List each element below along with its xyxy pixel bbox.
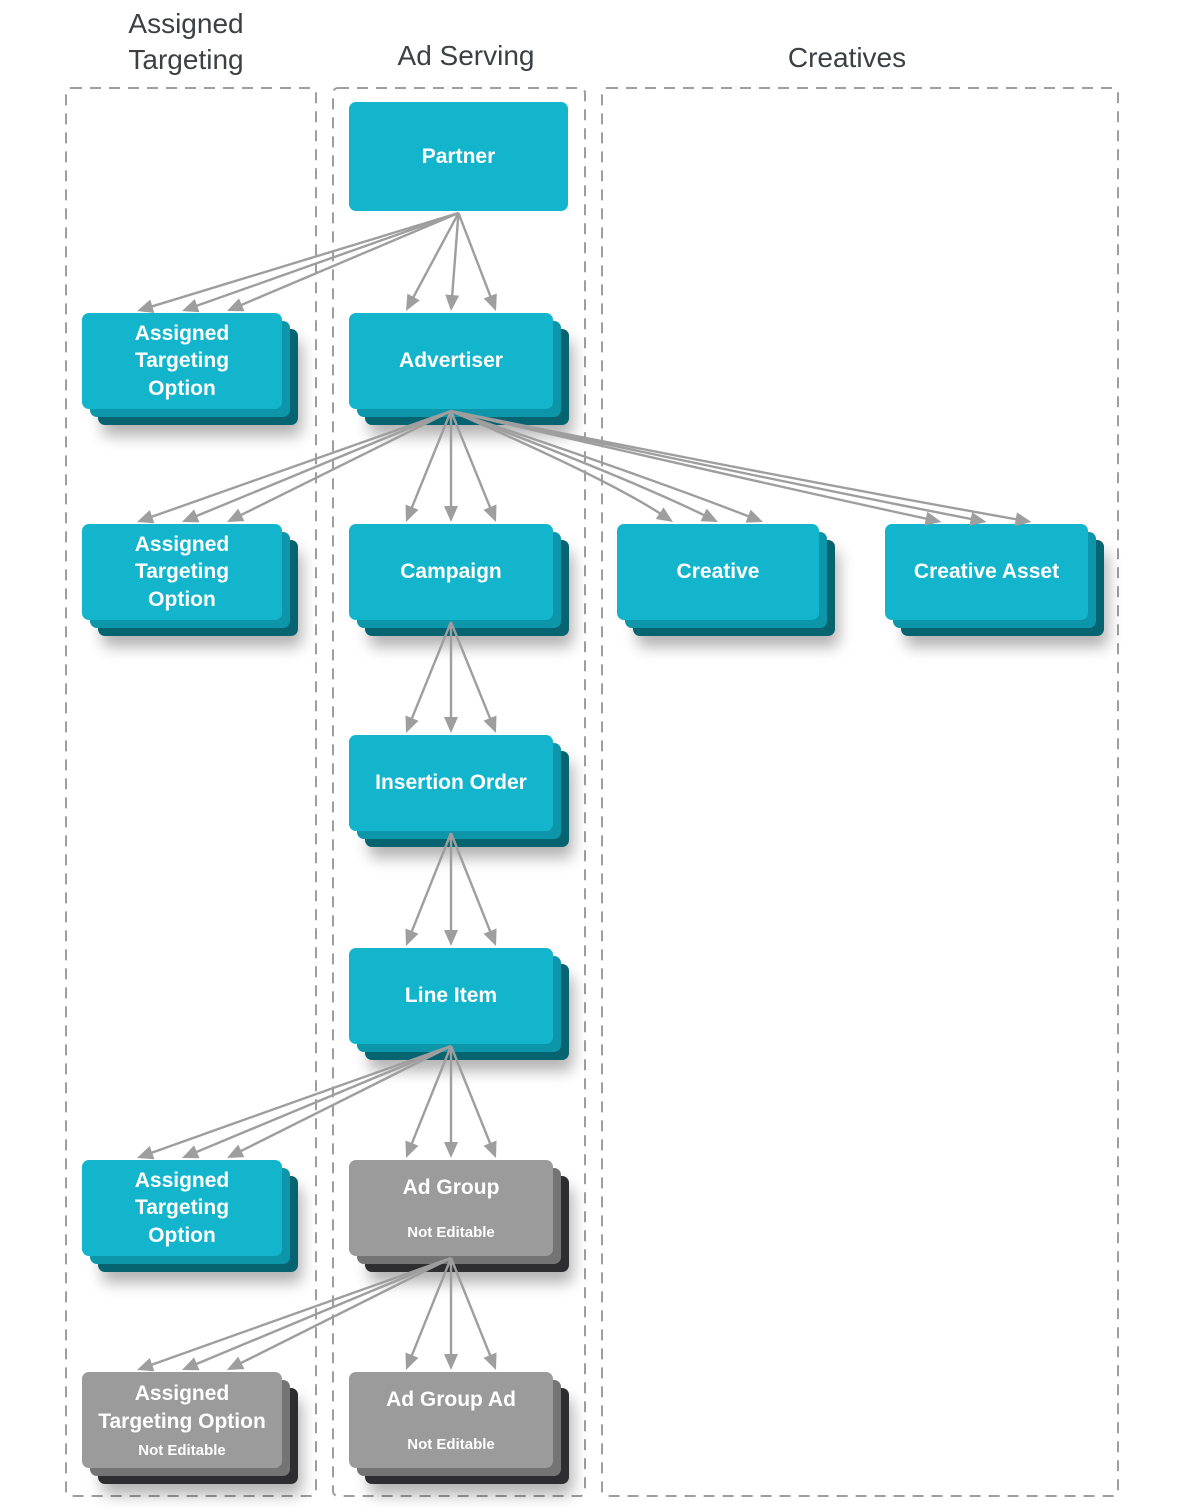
node-creative-asset-label: Creative Asset	[913, 560, 1060, 584]
node-assigned-targeting-option-1: Assigned Targeting Option	[82, 313, 282, 409]
node-creative: Creative	[617, 524, 819, 620]
node-assigned-targeting-option-3: Assigned Targeting Option	[82, 1160, 282, 1256]
node-insertion-order: Insertion Order	[349, 735, 553, 831]
node-ad-group-sublabel: Not Editable	[407, 1223, 495, 1241]
node-assigned-targeting-option-2-label: Assigned Targeting Option	[134, 533, 230, 611]
node-assigned-targeting-option-3-label: Assigned Targeting Option	[134, 1169, 230, 1247]
creatives-column-border	[601, 87, 1119, 1497]
node-partner-label: Partner	[421, 144, 496, 168]
node-creative-label: Creative	[676, 560, 760, 584]
node-ad-group: Ad Group Not Editable	[349, 1160, 553, 1256]
column-header-ad-serving: Ad Serving	[397, 40, 535, 71]
node-ad-group-ad-sublabel: Not Editable	[407, 1435, 495, 1453]
node-advertiser-label: Advertiser	[399, 349, 503, 373]
node-campaign-label: Campaign	[400, 560, 502, 584]
node-assigned-targeting-option-not-editable-label: Assigned Targeting Option	[98, 1382, 266, 1433]
assigned-targeting-column-border	[65, 87, 317, 1497]
node-assigned-targeting-option-not-editable: Assigned Targeting Option Not Editable	[82, 1372, 282, 1468]
node-line-item: Line Item	[349, 948, 553, 1044]
node-ad-group-ad: Ad Group Ad Not Editable	[349, 1372, 553, 1468]
node-line-item-label: Line Item	[404, 984, 498, 1008]
node-assigned-targeting-option-not-editable-sublabel: Not Editable	[138, 1441, 226, 1459]
node-assigned-targeting-option-2: Assigned Targeting Option	[82, 524, 282, 620]
node-insertion-order-label: Insertion Order	[375, 771, 527, 795]
node-assigned-targeting-option-1-label: Assigned Targeting Option	[134, 322, 230, 400]
node-ad-group-ad-label: Ad Group Ad	[386, 1388, 516, 1412]
node-campaign: Campaign	[349, 524, 553, 620]
column-header-assigned-targeting: Assigned Targeting	[128, 8, 244, 76]
node-ad-group-label: Ad Group	[402, 1176, 500, 1200]
node-partner: Partner	[349, 102, 568, 211]
ad-serving-column-border	[332, 87, 586, 1497]
node-creative-asset: Creative Asset	[885, 524, 1088, 620]
column-header-creatives: Creatives	[787, 42, 907, 73]
node-advertiser: Advertiser	[349, 313, 553, 409]
